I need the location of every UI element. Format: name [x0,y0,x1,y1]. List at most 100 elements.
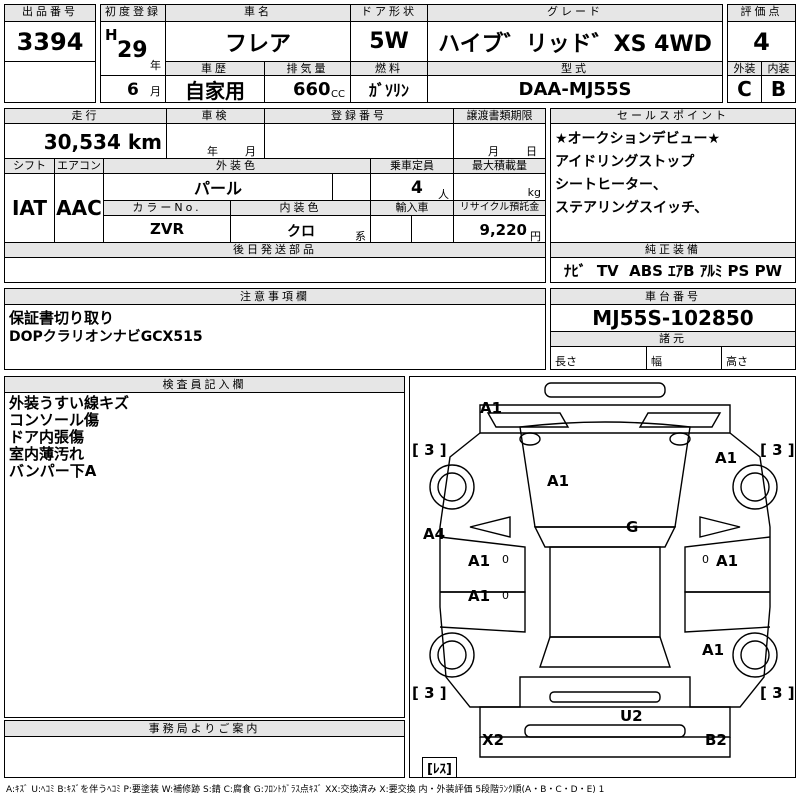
import-label: 輸入車 [370,200,454,216]
color: パール [103,173,333,201]
mark-rear-right: B2 [705,731,727,749]
sales-line: ★オークションデビュー★ [555,131,721,147]
ac: AAC [54,173,104,243]
lot-no-label: 出品番号 [4,4,96,22]
door-mark-left: 0 [502,553,509,566]
inspector-line: ドア内張傷 [9,428,85,446]
inspector-line: バンパー下A [9,462,97,480]
mileage-label: 走行 [4,108,167,124]
shift: IAT [4,173,55,243]
dims-label: 諸元 [550,331,796,347]
car-outline [429,382,778,758]
color-no-label: カラーNo. [103,200,231,216]
mileage-unit: km [127,130,162,154]
sales-point-box: ★オークションデビュー★ アイドリングストップ シートヒーター、 ステアリングス… [550,123,796,243]
mark-left-side: A4 [423,525,446,543]
displacement-unit: CC [331,89,345,100]
history-label: 車歴 [165,61,265,76]
interior-color-unit: 系 [355,230,366,243]
inspector-line: 室内薄汚れ [9,445,85,463]
displacement-box: 660 CC [264,75,351,103]
height-label: 高さ [726,355,748,368]
era: H [105,26,118,44]
model: DAA-MJ55S [427,75,723,103]
score: 4 [727,21,796,62]
capacity-label: 乗車定員 [370,158,454,174]
capacity: 4 [411,178,423,198]
height-box: 高さ [721,346,796,370]
later-parts-box [4,257,546,283]
grade: ハイブ゛リッド゛XS 4WD [427,21,723,62]
reg-no-box [264,123,454,159]
equipment-items: ﾅﾋﾞ TV ABS ｴｱB ｱﾙﾐ PS PW [550,257,796,283]
displacement: 660 [293,79,331,100]
interior-color-label: 内装色 [230,200,371,216]
office-label: 事務局よりご案内 [4,720,405,737]
model-label: 型式 [427,61,723,76]
mark-front-bumper: A1 [480,399,503,417]
tire-rear-right: [ 3 ] [760,684,795,702]
fuel-label: 燃料 [350,61,428,76]
import-box-a [370,215,412,243]
first-reg-label: 初度登録 [100,4,166,22]
first-reg-month: 6 [127,80,139,100]
inspector-label: 検査員記入欄 [4,376,405,393]
load-box: kg [453,173,546,201]
load-label: 最大積載量 [453,158,546,174]
width-box: 幅 [646,346,722,370]
recycle-label: リサイクル預託金 [453,200,546,216]
notes-label: 注意事項欄 [4,288,546,305]
car-diagram: A1 A1 A1 G A4 A1 A1 A1 A1 U2 X2 B2 0 0 0… [409,376,796,778]
inspector-box: 外装うすい線キズ コンソール傷 ドア内張傷 室内薄汚れ バンパー下A [4,392,405,718]
capacity-box: 4 人 [370,173,454,201]
interior-color-box: クロ 系 [230,215,371,243]
mark-bonnet: A1 [547,472,570,490]
month-unit: 月 [150,85,161,98]
color-blank [332,173,371,201]
color-label: 外装色 [103,158,371,174]
door-type: 5W [350,21,428,62]
later-parts-label: 後日発送部品 [4,242,546,258]
first-reg-year-box: H 29 年 [100,21,166,76]
ac-label: エアコン [54,158,104,174]
equipment-label: 純正装備 [550,242,796,258]
sales-point-label: セールスポイント [550,108,796,124]
length-box: 長さ [550,346,647,370]
color-no: ZVR [103,215,231,243]
shift-label: シフト [4,158,55,174]
import-box-b [411,215,454,243]
office-box [4,736,405,778]
lot-no-blank [4,61,96,103]
chassis-label: 車台番号 [550,288,796,305]
interior-color: クロ [287,224,315,240]
inspection-box: 年 月 [166,123,265,159]
reg-no-label: 登録番号 [264,108,454,124]
notes-box: 保証書切り取り DOPクラリオンナビGCX515 [4,304,546,370]
length-label: 長さ [555,355,577,368]
note-line: 保証書切り取り [9,309,115,327]
car-name-label: 車名 [165,4,351,22]
inspection-label: 車検 [166,108,265,124]
tire-front-left: [ 3 ] [412,441,447,459]
legend: A:ｷｽﾞ U:ﾍｺﾐ B:ｷｽﾞを伴うﾍｺﾐ P:要塗装 W:補修跡 S:錆 … [6,785,605,795]
width-label: 幅 [651,355,662,368]
inspector-line: コンソール傷 [9,411,100,429]
mark-right-front-door: A1 [716,552,739,570]
door-label: ドア形状 [350,4,428,22]
mark-right-front: A1 [715,449,738,467]
recycle: 9,220 [479,221,527,239]
transfer-label: 譲渡書類期限 [453,108,546,124]
history: 自家用 [165,75,265,103]
sales-line: アイドリングストップ [555,154,695,170]
recycle-box: 9,220 円 [453,215,546,243]
transfer-box: 月 日 [453,123,546,159]
car-name: フレア [165,21,351,62]
mark-rear-left: X2 [482,731,505,749]
mark-roof: G [626,518,639,536]
inspection-month-unit: 月 [245,145,256,158]
mileage: 30,534 [43,130,121,154]
exterior-label: 外装 [727,61,762,76]
transfer-month-unit: 月 [488,145,499,158]
mileage-box: 30,534 km [4,123,167,159]
chassis-number: MJ55S-102850 [550,304,796,332]
